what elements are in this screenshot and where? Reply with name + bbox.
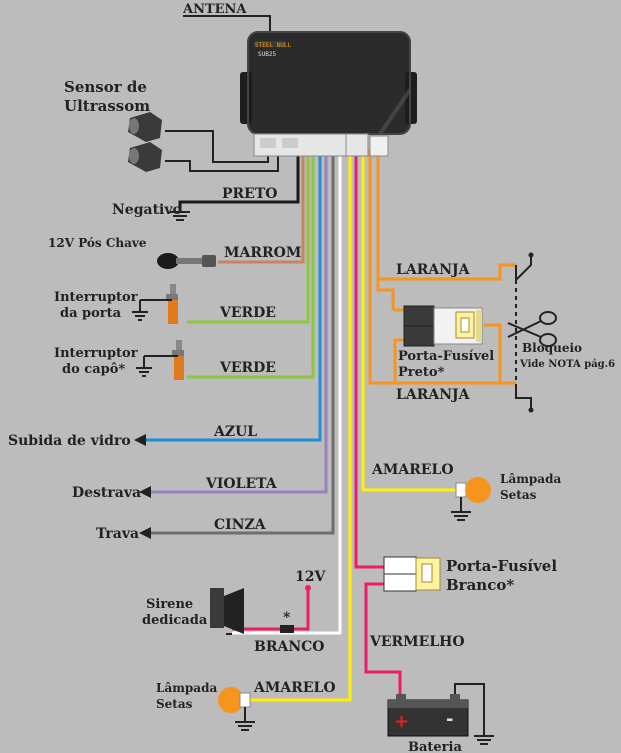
ground-icon-preto [170, 211, 190, 221]
laranja-wire-4 [376, 279, 395, 310]
label-pos-chave: 12V Pós Chave [48, 236, 147, 250]
label-antena: ANTENA [182, 2, 247, 17]
ultrasonic-sensor-2 [128, 142, 162, 172]
verde-wire-2 [187, 150, 315, 379]
label-lampada-l-2: Setas [156, 697, 193, 711]
alarm-module: STEEL BULL SUB25 [240, 31, 417, 157]
label-violeta: VIOLETA [205, 476, 278, 492]
arrow-destrava [139, 486, 151, 498]
battery-icon: + - [387, 694, 469, 737]
svg-text:+: + [394, 711, 409, 732]
label-verde-2: VERDE [219, 360, 276, 376]
label-bateria: Bateria [408, 740, 462, 753]
label-branco: BRANCO [254, 639, 324, 655]
fuse-holder-white [383, 556, 441, 592]
label-pf-branco-1: Porta-Fusível [446, 557, 557, 575]
label-destrava: Destrava [72, 485, 141, 501]
volt12-point [305, 585, 311, 591]
label-lampada-r-2: Setas [500, 488, 537, 502]
label-marrom: MARROM [224, 245, 301, 261]
hood-switch-icon [136, 340, 184, 380]
fuse-holder-black [403, 305, 483, 347]
branco-wire [232, 150, 342, 635]
antenna-wire [183, 15, 271, 37]
door-switch-icon [132, 284, 178, 324]
label-lampada-l-1: Lâmpada [156, 681, 217, 695]
label-int-capo-2: do capô* [62, 362, 125, 377]
label-sensor-2: Ultrassom [64, 97, 150, 115]
label-pf-branco-2: Branco* [446, 576, 514, 594]
svg-text:-: - [446, 709, 453, 730]
label-verde-1: VERDE [219, 305, 276, 321]
label-int-porta-2: da porta [60, 306, 122, 321]
label-pf-preto-1: Porta-Fusível [398, 349, 494, 364]
label-sirene-2: dedicada [142, 613, 208, 628]
preto-wire [178, 150, 300, 212]
label-amarelo-2: AMARELO [253, 680, 336, 696]
relay-bottom [515, 385, 532, 410]
sensor-wire-1 [165, 130, 269, 163]
battery-ground-wire [454, 683, 485, 736]
label-azul: AZUL [213, 424, 257, 440]
label-bloqueio: Bloqueio [522, 341, 582, 355]
label-laranja-2: LARANJA [396, 387, 471, 403]
ground-icon-battery [474, 735, 494, 745]
label-trava: Trava [96, 526, 139, 542]
laranja-wire-2 [376, 150, 516, 281]
siren-icon [210, 588, 244, 635]
lamp-left-icon [218, 687, 255, 731]
amarelo-wire-upper [361, 150, 458, 492]
cinza-wire [147, 150, 335, 535]
label-laranja-1: LARANJA [396, 262, 471, 278]
marrom-wire [218, 150, 305, 264]
vermelho-wire-battery [364, 582, 402, 698]
verde-wire-1 [187, 150, 310, 324]
label-negativo: Negativo [112, 202, 182, 218]
sirene-red-wire [232, 590, 310, 631]
key-icon [157, 253, 216, 269]
label-vermelho: VERMELHO [369, 634, 465, 650]
amarelo-wire-lower [244, 150, 352, 702]
label-sensor-1: Sensor de [64, 78, 147, 96]
lamp-right-icon [451, 477, 491, 521]
label-preto: PRETO [222, 186, 277, 202]
label-lampada-r-1: Lâmpada [500, 472, 561, 486]
inline-fuse [280, 625, 294, 633]
module-model: SUB25 [258, 51, 276, 58]
label-subida-vidro: Subida de vidro [8, 433, 131, 449]
label-amarelo-1: AMARELO [371, 462, 454, 478]
azul-wire [142, 150, 322, 442]
arrow-subida [134, 434, 146, 446]
arrow-trava [139, 527, 151, 539]
label-12v: 12V [295, 569, 326, 585]
label-cinza: CINZA [214, 517, 267, 533]
module-brand: STEEL BULL [255, 42, 292, 49]
ultrasonic-sensor-1 [128, 112, 162, 142]
label-sirene-1: Sirene [146, 597, 193, 612]
label-int-capo-1: Interruptor [54, 346, 138, 361]
label-asterisk: * [283, 610, 291, 626]
violeta-wire [147, 150, 328, 494]
label-int-porta-1: Interruptor [54, 290, 138, 305]
label-vide-nota: Vide NOTA pág.6 [519, 359, 615, 370]
relay-top [515, 255, 532, 283]
label-pf-preto-2: Preto* [398, 365, 445, 380]
scissors-icon [507, 311, 557, 347]
vermelho-wire [354, 150, 385, 569]
sensor-wire-2 [165, 150, 279, 172]
